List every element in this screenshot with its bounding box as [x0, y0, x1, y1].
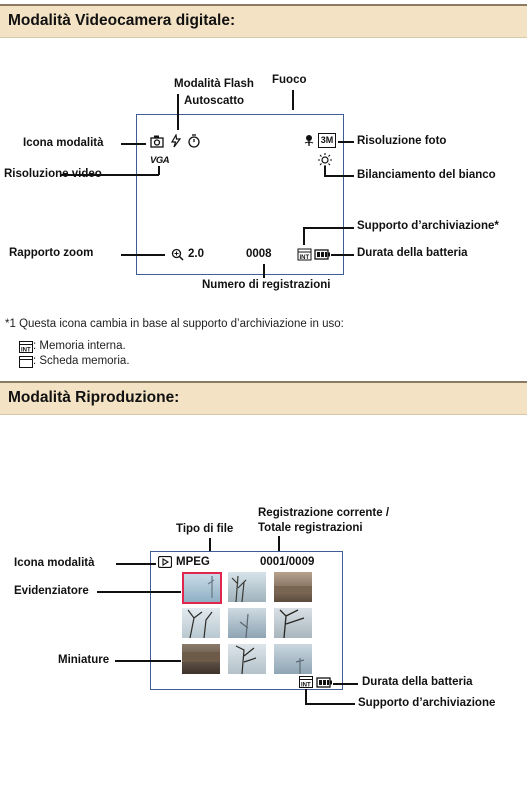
photo-resolution-badge: 3M [318, 133, 336, 148]
file-type-value: MPEG [176, 556, 210, 568]
thumbnail-4[interactable] [182, 608, 220, 638]
self-timer-label: Autoscatto [184, 95, 245, 107]
thumbnail-6[interactable] [274, 608, 312, 638]
thumbnail-3[interactable] [274, 572, 312, 602]
svg-text:INT: INT [301, 683, 311, 689]
zoom-icon [171, 248, 184, 261]
section-title: Modalità Videocamera digitale: [8, 12, 236, 29]
self-timer-icon [188, 134, 200, 148]
photo-resolution-label: Risoluzione foto [357, 135, 447, 147]
thumbnail-5[interactable] [228, 608, 266, 638]
legend-internal-text: : Memoria interna. [33, 340, 126, 352]
internal-memory-icon: INT [299, 676, 313, 689]
storage-label: Supporto d’archiviazione* [357, 220, 499, 232]
macro-focus-icon [304, 135, 314, 146]
video-resolution-label: Risoluzione video [4, 168, 102, 180]
section-header-camera: Modalità Videocamera digitale: [0, 4, 527, 38]
internal-memory-icon: INT [297, 248, 312, 261]
white-balance-label: Bilanciamento del bianco [357, 169, 496, 181]
record-count-label: Numero di registrazioni [202, 279, 331, 291]
mode-icon-label-playback: Icona modalità [14, 557, 95, 569]
flash-auto-icon [170, 134, 182, 148]
count-value: 0008 [246, 248, 272, 260]
memory-card-icon [19, 356, 33, 368]
thumbnail-2[interactable] [228, 572, 266, 602]
zoom-ratio-label: Rapporto zoom [9, 247, 94, 259]
battery-life-label: Durata della batteria [357, 247, 468, 259]
thumbnail-7[interactable] [182, 644, 220, 674]
section-title: Modalità Riproduzione: [8, 389, 180, 406]
thumbnail-9[interactable] [274, 644, 312, 674]
focus-label: Fuoco [272, 74, 307, 86]
zoom-value: 2.0 [188, 248, 204, 260]
battery-icon [314, 249, 330, 260]
video-resolution-value: VGA [150, 155, 170, 166]
counter-value: 0001/0009 [260, 556, 315, 568]
current-total-label-line1: Registrazione corrente / [258, 507, 390, 519]
storage-label-playback: Supporto d’archiviazione [358, 697, 496, 709]
thumbnail-1-selected[interactable] [182, 572, 222, 604]
legend-card-text: : Scheda memoria. [33, 355, 130, 367]
svg-text:INT: INT [300, 255, 310, 261]
playback-mode-icon [158, 556, 172, 568]
camera-screen [136, 114, 344, 275]
file-type-label: Tipo di file [176, 523, 234, 535]
battery-life-label-playback: Durata della batteria [362, 676, 473, 688]
thumbnail-8[interactable] [228, 644, 266, 674]
playback-screen [150, 551, 343, 690]
internal-memory-icon: INT [19, 341, 33, 353]
mode-icon-label: Icona modalità [23, 137, 104, 149]
battery-icon [316, 677, 332, 688]
camera-mode-icon [150, 135, 164, 148]
highlighter-label: Evidenziatore [14, 585, 89, 597]
flash-mode-label: Modalità Flash [174, 78, 254, 90]
thumbnails-label: Miniature [58, 654, 110, 666]
white-balance-sun-icon [318, 153, 332, 167]
current-total-label-line2: Totale registrazioni [258, 522, 363, 534]
footnote-text: *1 Questa icona cambia in base al suppor… [5, 318, 344, 330]
svg-text:INT: INT [21, 348, 31, 354]
section-header-playback: Modalità Riproduzione: [0, 381, 527, 415]
